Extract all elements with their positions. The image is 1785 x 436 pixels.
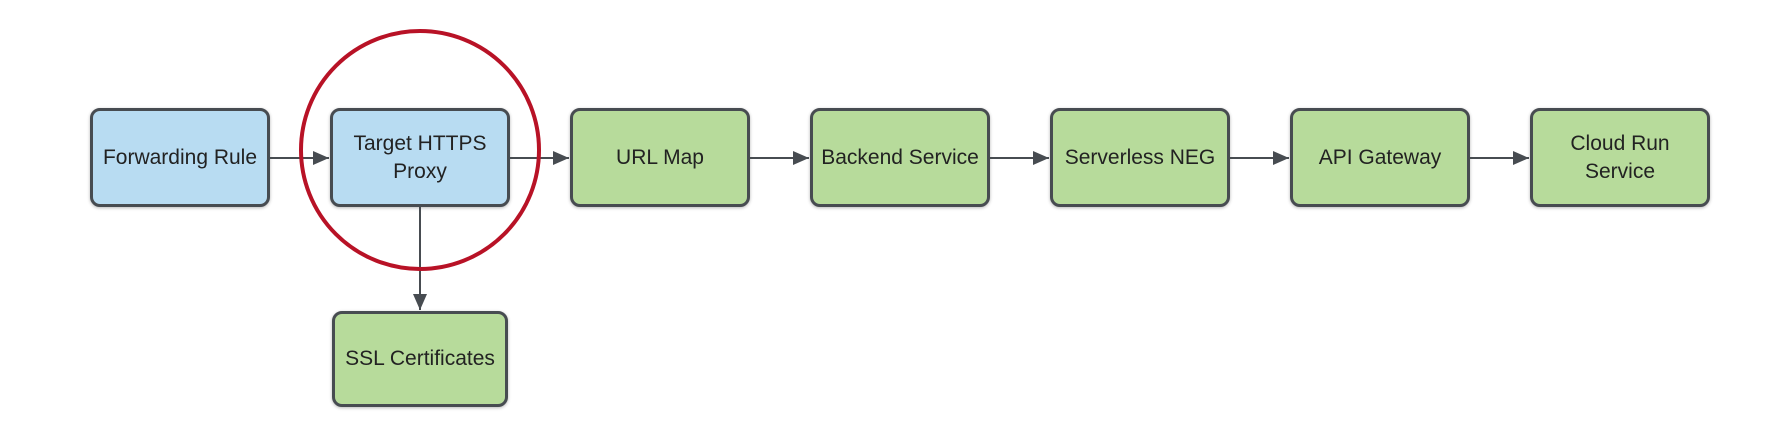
- node-forwarding-rule: Forwarding Rule: [90, 108, 270, 207]
- node-label: SSL Certificates: [345, 347, 495, 371]
- node-label: Serverless NEG: [1064, 145, 1216, 169]
- node-label: Forwarding Rule: [102, 145, 258, 169]
- node-label: Target HTTPS Proxy: [353, 132, 487, 183]
- node-label: URL Map: [616, 145, 704, 169]
- node-label: Cloud Run Service: [1570, 132, 1670, 183]
- node-url-map: URL Map: [570, 108, 750, 207]
- node-serverless-neg: Serverless NEG: [1050, 108, 1230, 207]
- node-api-gateway: API Gateway: [1290, 108, 1470, 207]
- node-cloud-run-service: Cloud Run Service: [1530, 108, 1710, 207]
- node-ssl-certificates: SSL Certificates: [332, 311, 508, 407]
- node-backend-service: Backend Service: [810, 108, 990, 207]
- node-label: Backend Service: [821, 145, 979, 169]
- node-target-https-proxy: Target HTTPS Proxy: [330, 108, 510, 207]
- node-label: API Gateway: [1318, 145, 1442, 169]
